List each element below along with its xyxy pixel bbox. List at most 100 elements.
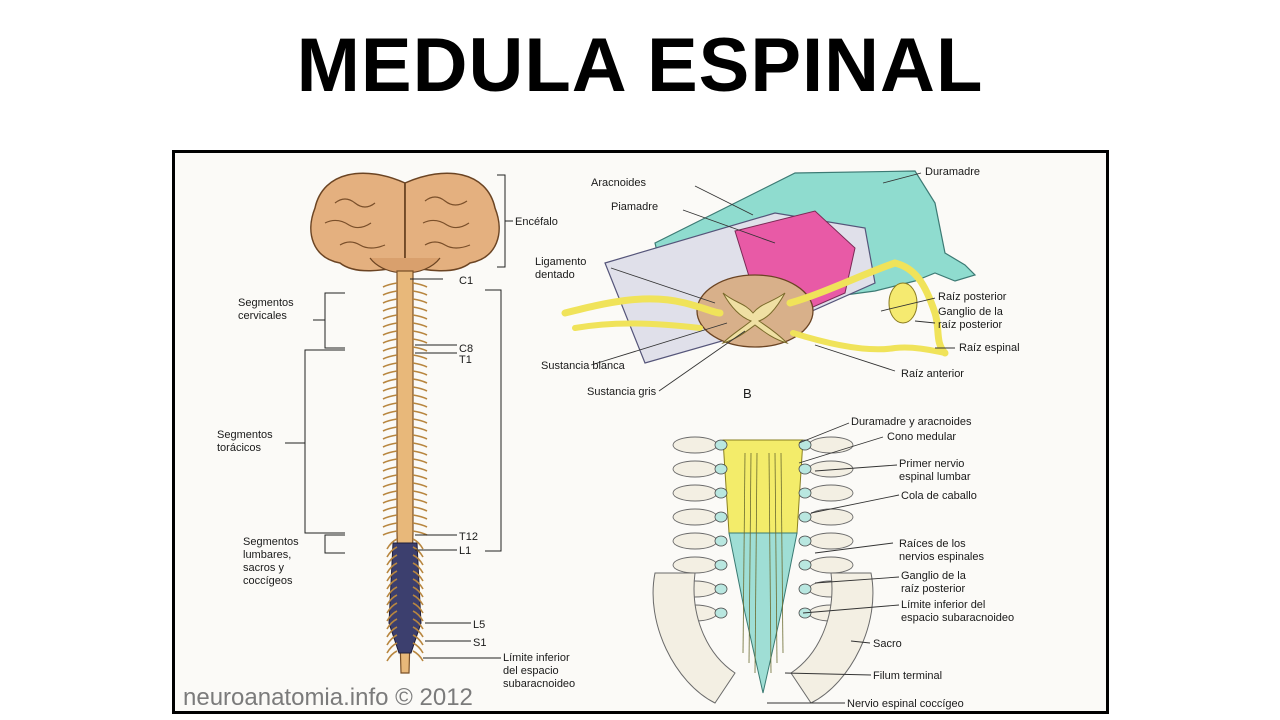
spinal-nerve xyxy=(412,298,428,304)
spinal-nerve xyxy=(386,554,398,566)
page-title: MEDULA ESPINAL xyxy=(296,23,984,108)
spinal-nerve xyxy=(382,490,398,496)
label-primer-nervio: Primer nervio espinal lumbar xyxy=(899,458,971,483)
spinal-cord xyxy=(382,270,428,674)
vertebra-process xyxy=(672,508,718,526)
spinal-nerve xyxy=(412,434,428,440)
spinal-nerve xyxy=(412,570,424,582)
spinal-nerve xyxy=(412,482,428,488)
label-b: B xyxy=(743,386,752,401)
label-t1: T1 xyxy=(459,354,472,366)
cross-section-illustration xyxy=(561,170,977,364)
vertebra-process xyxy=(672,436,718,454)
spinal-nerve xyxy=(412,362,428,368)
spinal-nerve xyxy=(412,642,424,654)
spinal-nerve xyxy=(386,570,398,582)
spinal-nerve xyxy=(412,602,424,614)
spinal-nerve xyxy=(412,426,428,432)
spinal-nerve xyxy=(412,578,424,590)
label-raices: Raíces de los nervios espinales xyxy=(899,538,984,563)
spinal-nerve xyxy=(412,450,428,456)
label-aracnoides: Aracnoides xyxy=(591,177,647,189)
spinal-nerve xyxy=(382,370,398,376)
spinal-nerve xyxy=(412,386,428,392)
spinal-nerve xyxy=(382,506,398,512)
spinal-nerve xyxy=(386,562,398,574)
label-ganglio-top: Ganglio de la raíz posterior xyxy=(938,306,1006,331)
label-c8: C8 xyxy=(459,343,473,355)
cauda-equina-illustration xyxy=(652,436,874,704)
segment-brackets xyxy=(285,292,345,554)
label-piamadre: Piamadre xyxy=(611,201,658,213)
spinal-nerve xyxy=(412,314,428,320)
ganglion xyxy=(714,583,728,595)
vertebra-process xyxy=(808,484,854,502)
ganglion xyxy=(798,535,812,547)
label-l5: L5 xyxy=(473,619,485,631)
vertebra-process xyxy=(672,556,718,574)
ganglion xyxy=(714,487,728,499)
spinal-nerve xyxy=(382,402,398,408)
spinal-nerve xyxy=(382,394,398,400)
spinal-nerve xyxy=(382,530,398,536)
spinal-nerve xyxy=(412,282,428,288)
spinal-nerve xyxy=(382,290,398,296)
ganglion xyxy=(714,535,728,547)
spinal-nerve xyxy=(412,506,428,512)
spinal-nerve xyxy=(382,354,398,360)
label-filum: Filum terminal xyxy=(873,670,942,682)
spinal-nerve xyxy=(386,546,398,558)
ganglion xyxy=(798,583,812,595)
label-segmentos-lumbares: Segmentos lumbares, sacros y coccígeos xyxy=(243,536,302,587)
spinal-nerve xyxy=(412,378,428,384)
label-sacro: Sacro xyxy=(873,638,902,650)
ganglion xyxy=(798,487,812,499)
spinal-nerve xyxy=(382,450,398,456)
spinal-nerve xyxy=(386,650,398,662)
label-l1: L1 xyxy=(459,545,471,557)
spinal-nerve xyxy=(382,418,398,424)
spinal-nerve xyxy=(412,442,428,448)
spinal-nerve xyxy=(386,642,398,654)
spinal-nerve xyxy=(382,322,398,328)
spinal-nerve xyxy=(412,522,428,528)
label-limite-bottom: Límite inferior del espacio subaracnoide… xyxy=(901,599,1014,624)
spinal-nerves xyxy=(382,282,428,662)
spinal-nerve xyxy=(412,290,428,296)
ganglion xyxy=(798,511,812,523)
spinal-nerve xyxy=(412,466,428,472)
figure-svg: Encéfalo C1 C8 T1 T12 L1 L5 S1 Segmentos… xyxy=(183,166,1020,711)
spinal-nerve xyxy=(382,378,398,384)
label-raiz-anterior: Raíz anterior xyxy=(901,368,964,380)
vertebra-process xyxy=(808,508,854,526)
spinal-nerve xyxy=(386,578,398,590)
spinal-nerve xyxy=(412,322,428,328)
spinal-nerve xyxy=(382,442,398,448)
spinal-nerve xyxy=(412,418,428,424)
vertebra-process xyxy=(672,484,718,502)
spinal-nerve xyxy=(412,618,424,630)
spinal-nerve xyxy=(382,338,398,344)
label-ganglio-bottom: Ganglio de la raíz posterior xyxy=(901,570,969,595)
label-limite-inferior-left: Límite inferior del espacio subaracnoide… xyxy=(503,652,575,690)
bottom-leader-lines xyxy=(767,422,900,704)
vertebra-process xyxy=(808,556,854,574)
spinal-nerve xyxy=(382,434,398,440)
spinal-nerve xyxy=(386,634,398,646)
spinal-nerve xyxy=(386,602,398,614)
watermark: neuroanatomia.info © 2012 xyxy=(183,684,473,711)
label-segmentos-toracicos: Segmentos torácicos xyxy=(217,429,276,454)
label-t12: T12 xyxy=(459,531,478,543)
spinal-nerve xyxy=(412,338,428,344)
spinal-nerve xyxy=(382,522,398,528)
label-cono-medular: Cono medular xyxy=(887,431,956,443)
spinal-nerve xyxy=(412,370,428,376)
label-cola-caballo: Cola de caballo xyxy=(901,490,977,502)
label-segmentos-cervicales: Segmentos cervicales xyxy=(238,297,297,322)
ganglion xyxy=(714,511,728,523)
spinal-nerve xyxy=(382,458,398,464)
label-coccigeo: Nervio espinal coccígeo xyxy=(847,698,964,710)
spinal-nerve xyxy=(412,330,428,336)
spinal-nerve xyxy=(412,538,424,550)
label-duramadre: Duramadre xyxy=(925,166,980,178)
